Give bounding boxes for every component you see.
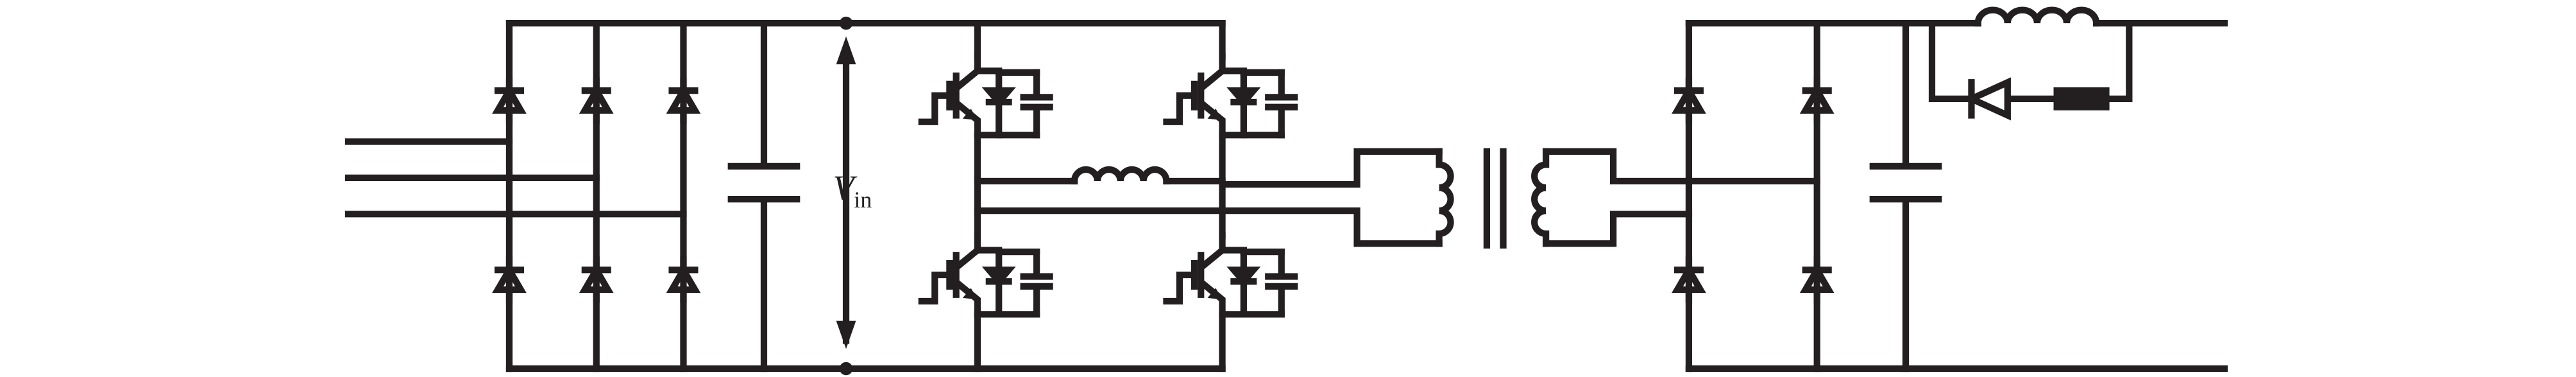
three-phase-input: [344, 138, 687, 218]
igbt-switch: [1166, 235, 1294, 314]
resonant-inductor: [974, 166, 1226, 185]
igbt-switch: [922, 56, 1050, 135]
freewheeling-diode: [1963, 77, 2011, 121]
igbt-switch: [922, 235, 1050, 314]
diode-rectifier-bridge: [498, 19, 1226, 373]
transformer: [1436, 148, 1693, 249]
resistor: [2053, 87, 2110, 110]
output-diode-resistor-branch: [1928, 19, 2133, 121]
transformer-feed: [974, 148, 1443, 247]
vin-voltage-arrow: Vin: [833, 16, 872, 376]
vin-subscript: in: [854, 187, 872, 213]
dc-link-capacitor: [727, 19, 801, 373]
vin-symbol: V: [833, 168, 858, 207]
output-inductor: [1974, 6, 2100, 27]
output-capacitor: [1869, 19, 1942, 373]
output-diode-rectifier: [1677, 19, 2228, 373]
igbt-switch: [1166, 56, 1294, 135]
igbt-full-bridge: [922, 19, 1294, 373]
vin-label: Vin: [833, 168, 872, 213]
